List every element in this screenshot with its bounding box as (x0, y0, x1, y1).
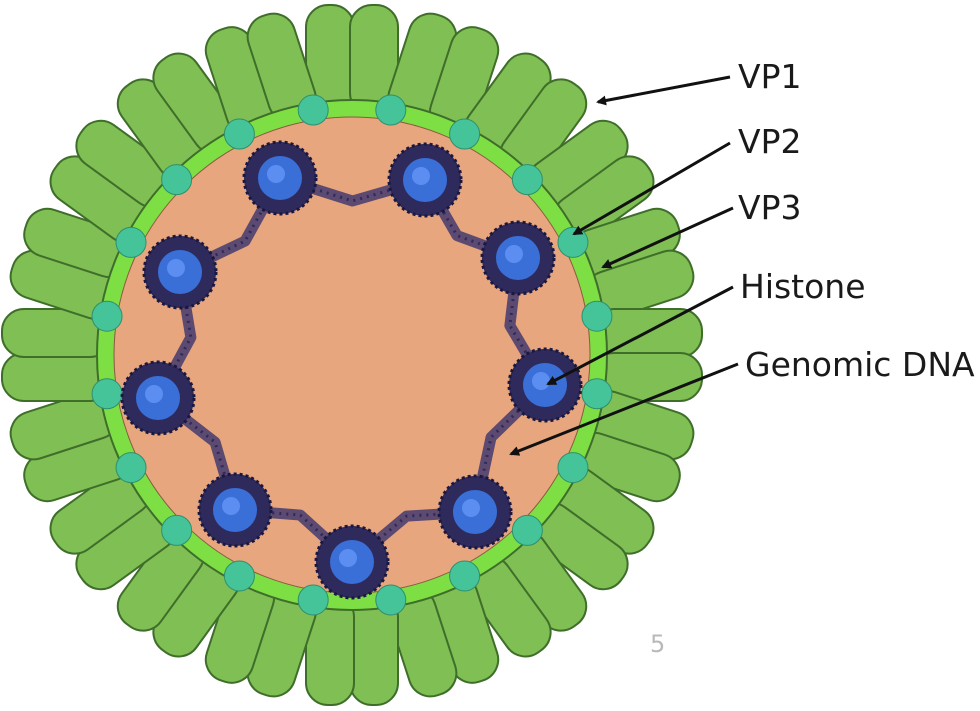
vp3-dot (376, 585, 406, 615)
vp3-dot (450, 119, 480, 149)
histone (199, 474, 271, 546)
vp2-label: VP2 (738, 122, 801, 161)
vp3-label: VP3 (738, 188, 801, 227)
vp3-dot (558, 227, 588, 257)
histone (122, 362, 194, 434)
histone-label: Histone (740, 267, 866, 306)
histone (389, 144, 461, 216)
vp3-dot (582, 379, 612, 409)
figure-number-mark: 5 (650, 630, 665, 658)
vp1-arrow (598, 77, 730, 102)
vp3-dot (582, 301, 612, 331)
vp3-dot (224, 561, 254, 591)
vp3-dot (512, 515, 542, 545)
histone (509, 349, 581, 421)
vp3-dot (376, 95, 406, 125)
vp3-dot (298, 585, 328, 615)
histone (244, 142, 316, 214)
vp3-dot (450, 561, 480, 591)
vp3-dot (162, 165, 192, 195)
histone (316, 526, 388, 598)
vp3-dot (162, 515, 192, 545)
vp3-dot (298, 95, 328, 125)
vp3-dot (92, 301, 122, 331)
histone (144, 236, 216, 308)
histone (439, 476, 511, 548)
vp1-label: VP1 (738, 57, 801, 96)
genomic-dna-label: Genomic DNA (745, 345, 975, 384)
histone (482, 222, 554, 294)
vp3-dot (558, 453, 588, 483)
vp3-dot (116, 453, 146, 483)
vp3-dot (116, 227, 146, 257)
vp3-dot (512, 165, 542, 195)
vp3-dot (92, 379, 122, 409)
vp3-dot (224, 119, 254, 149)
